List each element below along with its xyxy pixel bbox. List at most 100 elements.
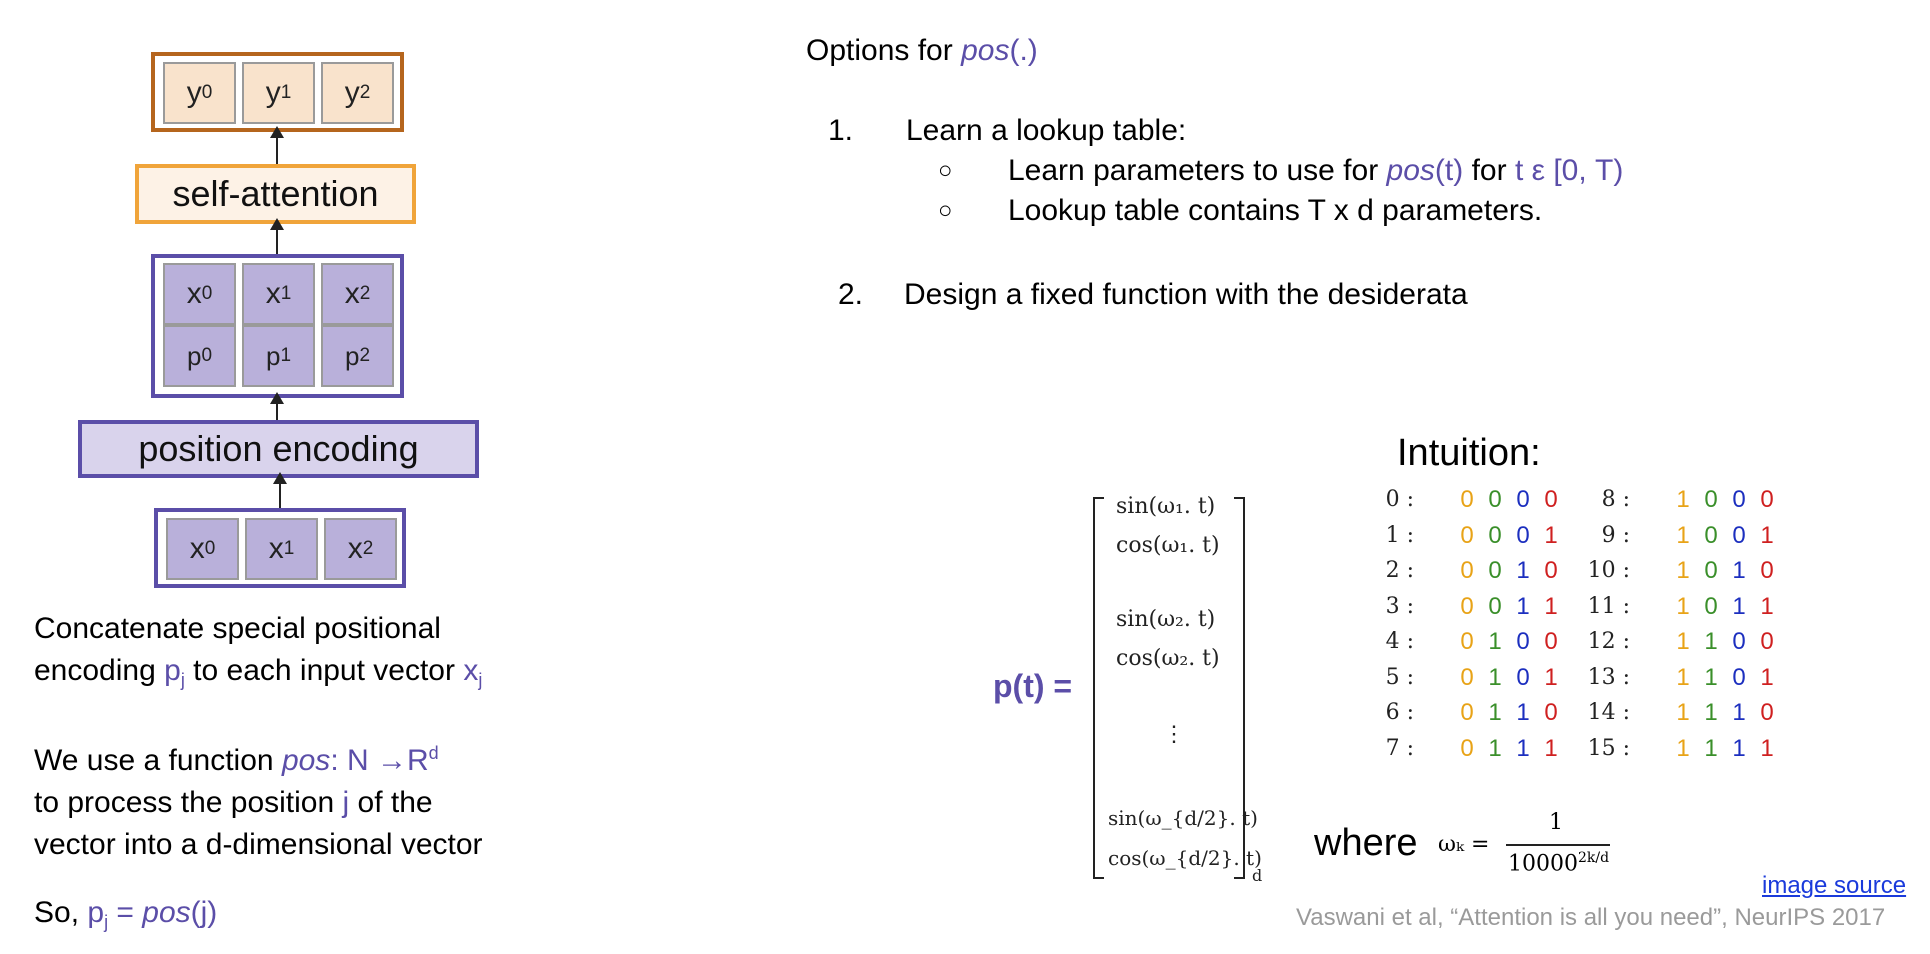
output-cell-label: y [344, 76, 360, 109]
intuition-bit: 1 [1488, 663, 1502, 691]
intuition-row-label: 2 : [1385, 558, 1414, 583]
intuition-bit: 0 [1460, 663, 1474, 691]
concat-text: encoding [34, 654, 156, 687]
so-equation: So, pj = pos(j) [34, 892, 217, 943]
options-title: Options for pos(.) [806, 30, 1038, 72]
pos-t: pos(t) [1386, 154, 1464, 187]
function-text: We use a function [34, 744, 274, 777]
option-2-number: 2. [838, 278, 864, 311]
vector-entry: cos(ω₂. t) [1116, 646, 1220, 671]
intuition-bit: 1 [1676, 699, 1690, 726]
intuition-bit: 1 [1488, 699, 1502, 726]
x-cell-label: x [344, 277, 360, 310]
j-symbol: j [342, 786, 350, 819]
bullet-2-text: Lookup table contains T x d parameters. [1008, 194, 1543, 227]
intuition-bit: 0 [1460, 592, 1474, 620]
concat-line-1: Concatenate special positional [34, 612, 441, 645]
intuition-bit: 0 [1460, 521, 1474, 549]
so-text: So, [34, 896, 80, 929]
intuition-bit: 0 [1760, 486, 1774, 513]
output-cell-sub: 2 [359, 82, 371, 103]
arrow-up [270, 218, 284, 254]
p-of-t-label: p(t) = [993, 668, 1073, 704]
intuition-bit: 1 [1544, 521, 1558, 549]
output-cell-label: y [186, 76, 202, 109]
intuition-bit: 1 [1516, 699, 1530, 726]
intuition-bit: 1 [1760, 663, 1774, 691]
intuition-bit: 0 [1460, 486, 1474, 513]
intuition-row-label: 3 : [1385, 593, 1414, 619]
intuition-bit: 0 [1704, 486, 1718, 513]
self-attention-box: self-attention [135, 164, 416, 224]
image-source-link[interactable]: image source [1762, 872, 1907, 899]
intuition-bit: 0 [1488, 521, 1502, 549]
intuition-bit: 1 [1704, 734, 1718, 762]
pos-function: pos: N →Rd [281, 743, 439, 777]
p-cell-label: p [186, 340, 202, 371]
concat-line-2: encoding pj to each input vector xj [34, 650, 482, 701]
intuition-bit: 1 [1760, 521, 1774, 549]
intuition-bit: 0 [1544, 699, 1558, 726]
intuition-row-label: 11 : [1587, 593, 1630, 619]
intuition-bit: 0 [1488, 557, 1502, 584]
bullet-1-part: Learn parameters to use for [1008, 154, 1379, 187]
fraction-bar [1506, 844, 1610, 846]
function-line-3: vector into a d-dimensional vector [34, 828, 483, 861]
x-cell-sub: 2 [359, 283, 371, 304]
intuition-bit: 0 [1516, 663, 1530, 691]
position-encoding-label: position encoding [138, 428, 419, 469]
intuition-row-label: 0 : [1385, 487, 1414, 512]
intuition-row-label: 9 : [1601, 522, 1630, 548]
intuition-bit: 1 [1676, 557, 1690, 584]
intuition-row-label: 7 : [1385, 735, 1414, 761]
vector-entry: sin(ω₁. t) [1116, 494, 1216, 519]
option-1-text: Learn a lookup table: [906, 114, 1187, 147]
bullet-symbol: ○ [938, 197, 953, 224]
output-cell-sub: 1 [280, 82, 292, 103]
intuition-bit: 1 [1732, 699, 1746, 726]
intuition-bit: 1 [1676, 663, 1690, 691]
x-input-sub: 2 [362, 538, 374, 559]
citation: Vaswani et al, “Attention is all you nee… [1296, 904, 1886, 931]
options-title-text: Options for [806, 34, 953, 67]
concat-explanation: Concatenate special positional encoding … [34, 608, 482, 701]
concat-text: to each input vector [193, 654, 455, 687]
x-input-sub: 0 [204, 538, 216, 559]
intuition-bit: 1 [1732, 734, 1746, 762]
intuition-bit: 1 [1676, 734, 1690, 762]
bullet-1-part: for [1471, 154, 1507, 187]
x-cell-label: x [186, 277, 202, 310]
intuition-row-label: 8 : [1601, 487, 1630, 512]
intuition-bit: 1 [1516, 734, 1530, 762]
intuition-bit: 1 [1732, 592, 1746, 620]
intuition-bit: 0 [1732, 663, 1746, 691]
arrow-up [270, 126, 284, 164]
function-explanation: We use a function pos: N →Rd to process … [34, 732, 483, 866]
intuition-bit: 0 [1732, 486, 1746, 513]
intuition-bit: 1 [1544, 663, 1558, 691]
function-text: of the [357, 786, 433, 819]
intuition-bit: 0 [1760, 699, 1774, 726]
intuition-bit: 0 [1732, 521, 1746, 549]
t-range: t ε [0, T) [1514, 154, 1624, 187]
p-cell-sub: 0 [201, 345, 213, 366]
p-cell-label: p [344, 340, 360, 371]
omega-denominator-base: 10000 [1508, 851, 1578, 877]
